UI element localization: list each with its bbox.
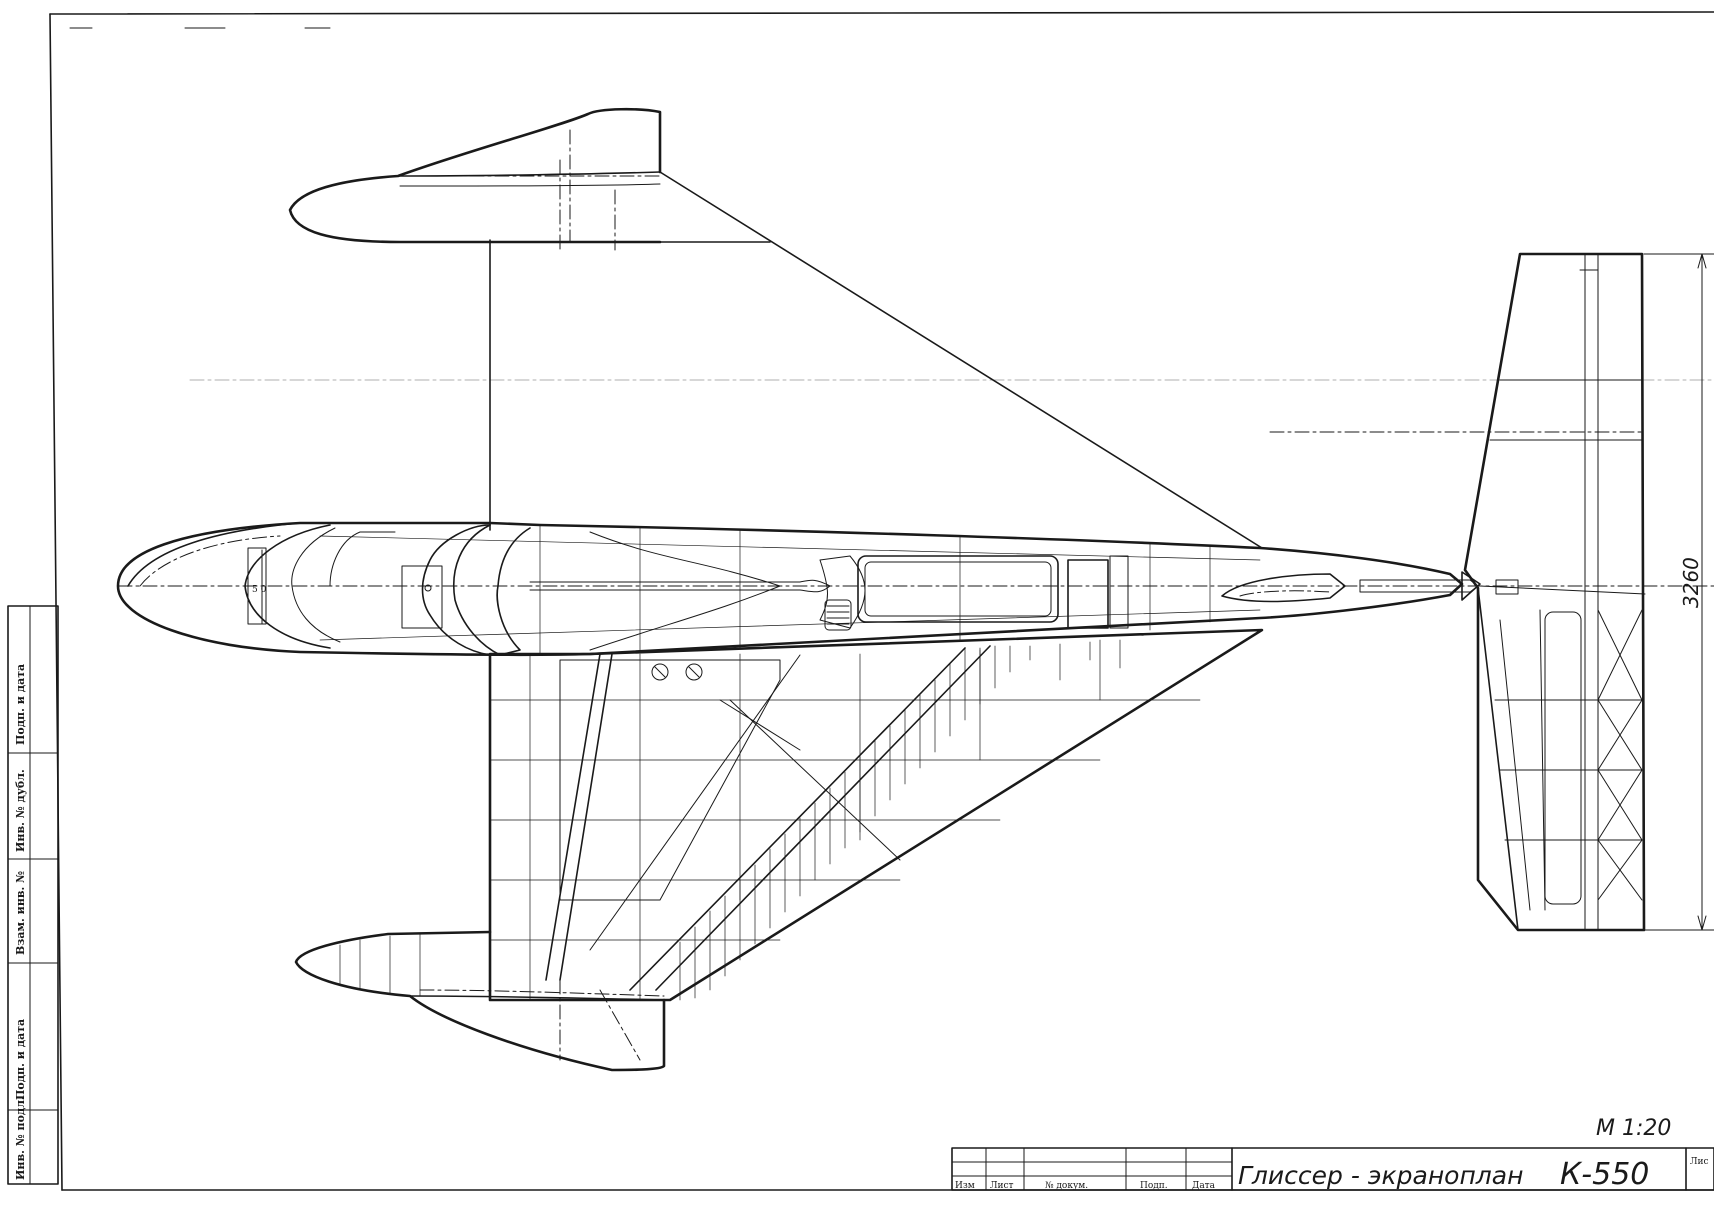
stamp-field-inv-dubl: Инв. № дубл. — [14, 769, 27, 852]
svg-text:5 0: 5 0 — [252, 585, 267, 595]
stamp-field-podp-data-2: Подп. и дата — [14, 664, 27, 745]
title-block: Изм Лист № докум. Подп. Дата Глиссер - э… — [951, 1147, 1714, 1192]
drawing-model: К-550 — [1560, 1157, 1649, 1192]
col-podp: Подп. — [1140, 1181, 1168, 1191]
col-dokum: № докум. — [1045, 1181, 1088, 1191]
col-izm: Изм — [955, 1181, 975, 1191]
lower-wing — [488, 628, 1264, 1002]
stamp-field-vzam-inv: Взам. инв. № — [14, 871, 27, 955]
scale-label: М 1:20 — [1596, 1116, 1671, 1141]
drawing-title: Глиссер - экраноплан — [1238, 1161, 1523, 1190]
dimension-value: 3260 — [1679, 557, 1703, 608]
sheet-corner-label: Лис — [1690, 1157, 1709, 1167]
tail-stabilizer — [1269, 252, 1646, 932]
col-data: Дата — [1192, 1181, 1216, 1191]
aircraft-plan-view: 5 0 — [116, 107, 1714, 1072]
sheet-frame — [49, 11, 1714, 1191]
dimension-3260: 3260 — [1643, 253, 1714, 931]
fuselage: 5 0 — [116, 521, 1714, 657]
upper-float — [288, 107, 662, 244]
stamp-field-inv-podl: Инв. № подл. — [14, 1096, 27, 1180]
stamp-field-podp-data-1: Подп. и дата — [14, 1019, 27, 1100]
upper-wing — [489, 159, 1263, 549]
col-list: Лист — [990, 1181, 1014, 1191]
wing-hatching — [679, 639, 1121, 1001]
side-stamp: Инв. № подл. Подп. и дата Взам. инв. № И… — [7, 605, 59, 1185]
lower-float — [294, 930, 666, 1072]
